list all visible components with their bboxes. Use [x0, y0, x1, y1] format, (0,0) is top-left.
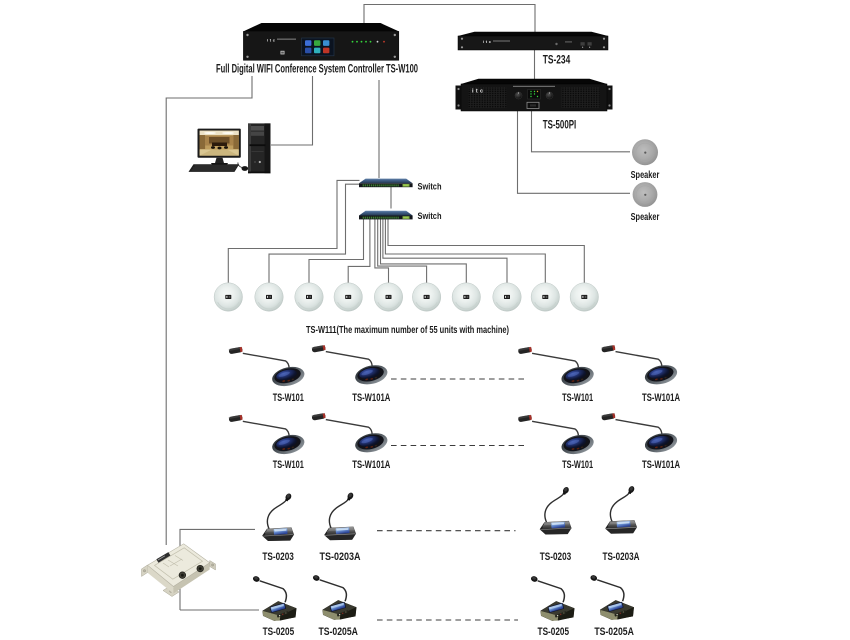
svg-text:Switch: Switch [418, 181, 442, 191]
svg-text:TS-W101: TS-W101 [273, 459, 304, 471]
svg-text:TS-0203A: TS-0203A [320, 551, 361, 563]
svg-text:TS-W101: TS-W101 [273, 392, 304, 404]
svg-text:TS-W101A: TS-W101A [642, 392, 680, 404]
svg-text:itc: itc [472, 89, 483, 95]
svg-text:TS-0203: TS-0203 [262, 551, 294, 563]
svg-text:TS-0205: TS-0205 [538, 626, 570, 638]
svg-text:TS-234: TS-234 [543, 55, 571, 67]
svg-text:Speaker: Speaker [631, 212, 660, 223]
svg-text:TS-W101: TS-W101 [562, 459, 593, 471]
svg-text:TS-0205A: TS-0205A [594, 626, 634, 638]
svg-text:TS-W101A: TS-W101A [642, 459, 680, 471]
svg-text:TS-W101A: TS-W101A [352, 459, 390, 471]
svg-text:Speaker: Speaker [631, 170, 660, 181]
svg-text:Full Digital WIFI Conference S: Full Digital WIFI Conference System Cont… [216, 64, 418, 76]
svg-text:TS-500PI: TS-500PI [543, 120, 577, 132]
svg-text:TS-0203A: TS-0203A [603, 551, 640, 563]
svg-text:TS-W101A: TS-W101A [352, 392, 390, 404]
svg-text:TS-0203: TS-0203 [540, 551, 572, 563]
svg-text:TS-0205: TS-0205 [263, 626, 295, 638]
svg-text:TS-0205A: TS-0205A [318, 626, 358, 638]
svg-text:TS-W101: TS-W101 [562, 392, 593, 404]
svg-text:TS-W111(The maximum number of: TS-W111(The maximum number of 55 units w… [306, 324, 509, 336]
svg-text:Switch: Switch [418, 211, 442, 221]
